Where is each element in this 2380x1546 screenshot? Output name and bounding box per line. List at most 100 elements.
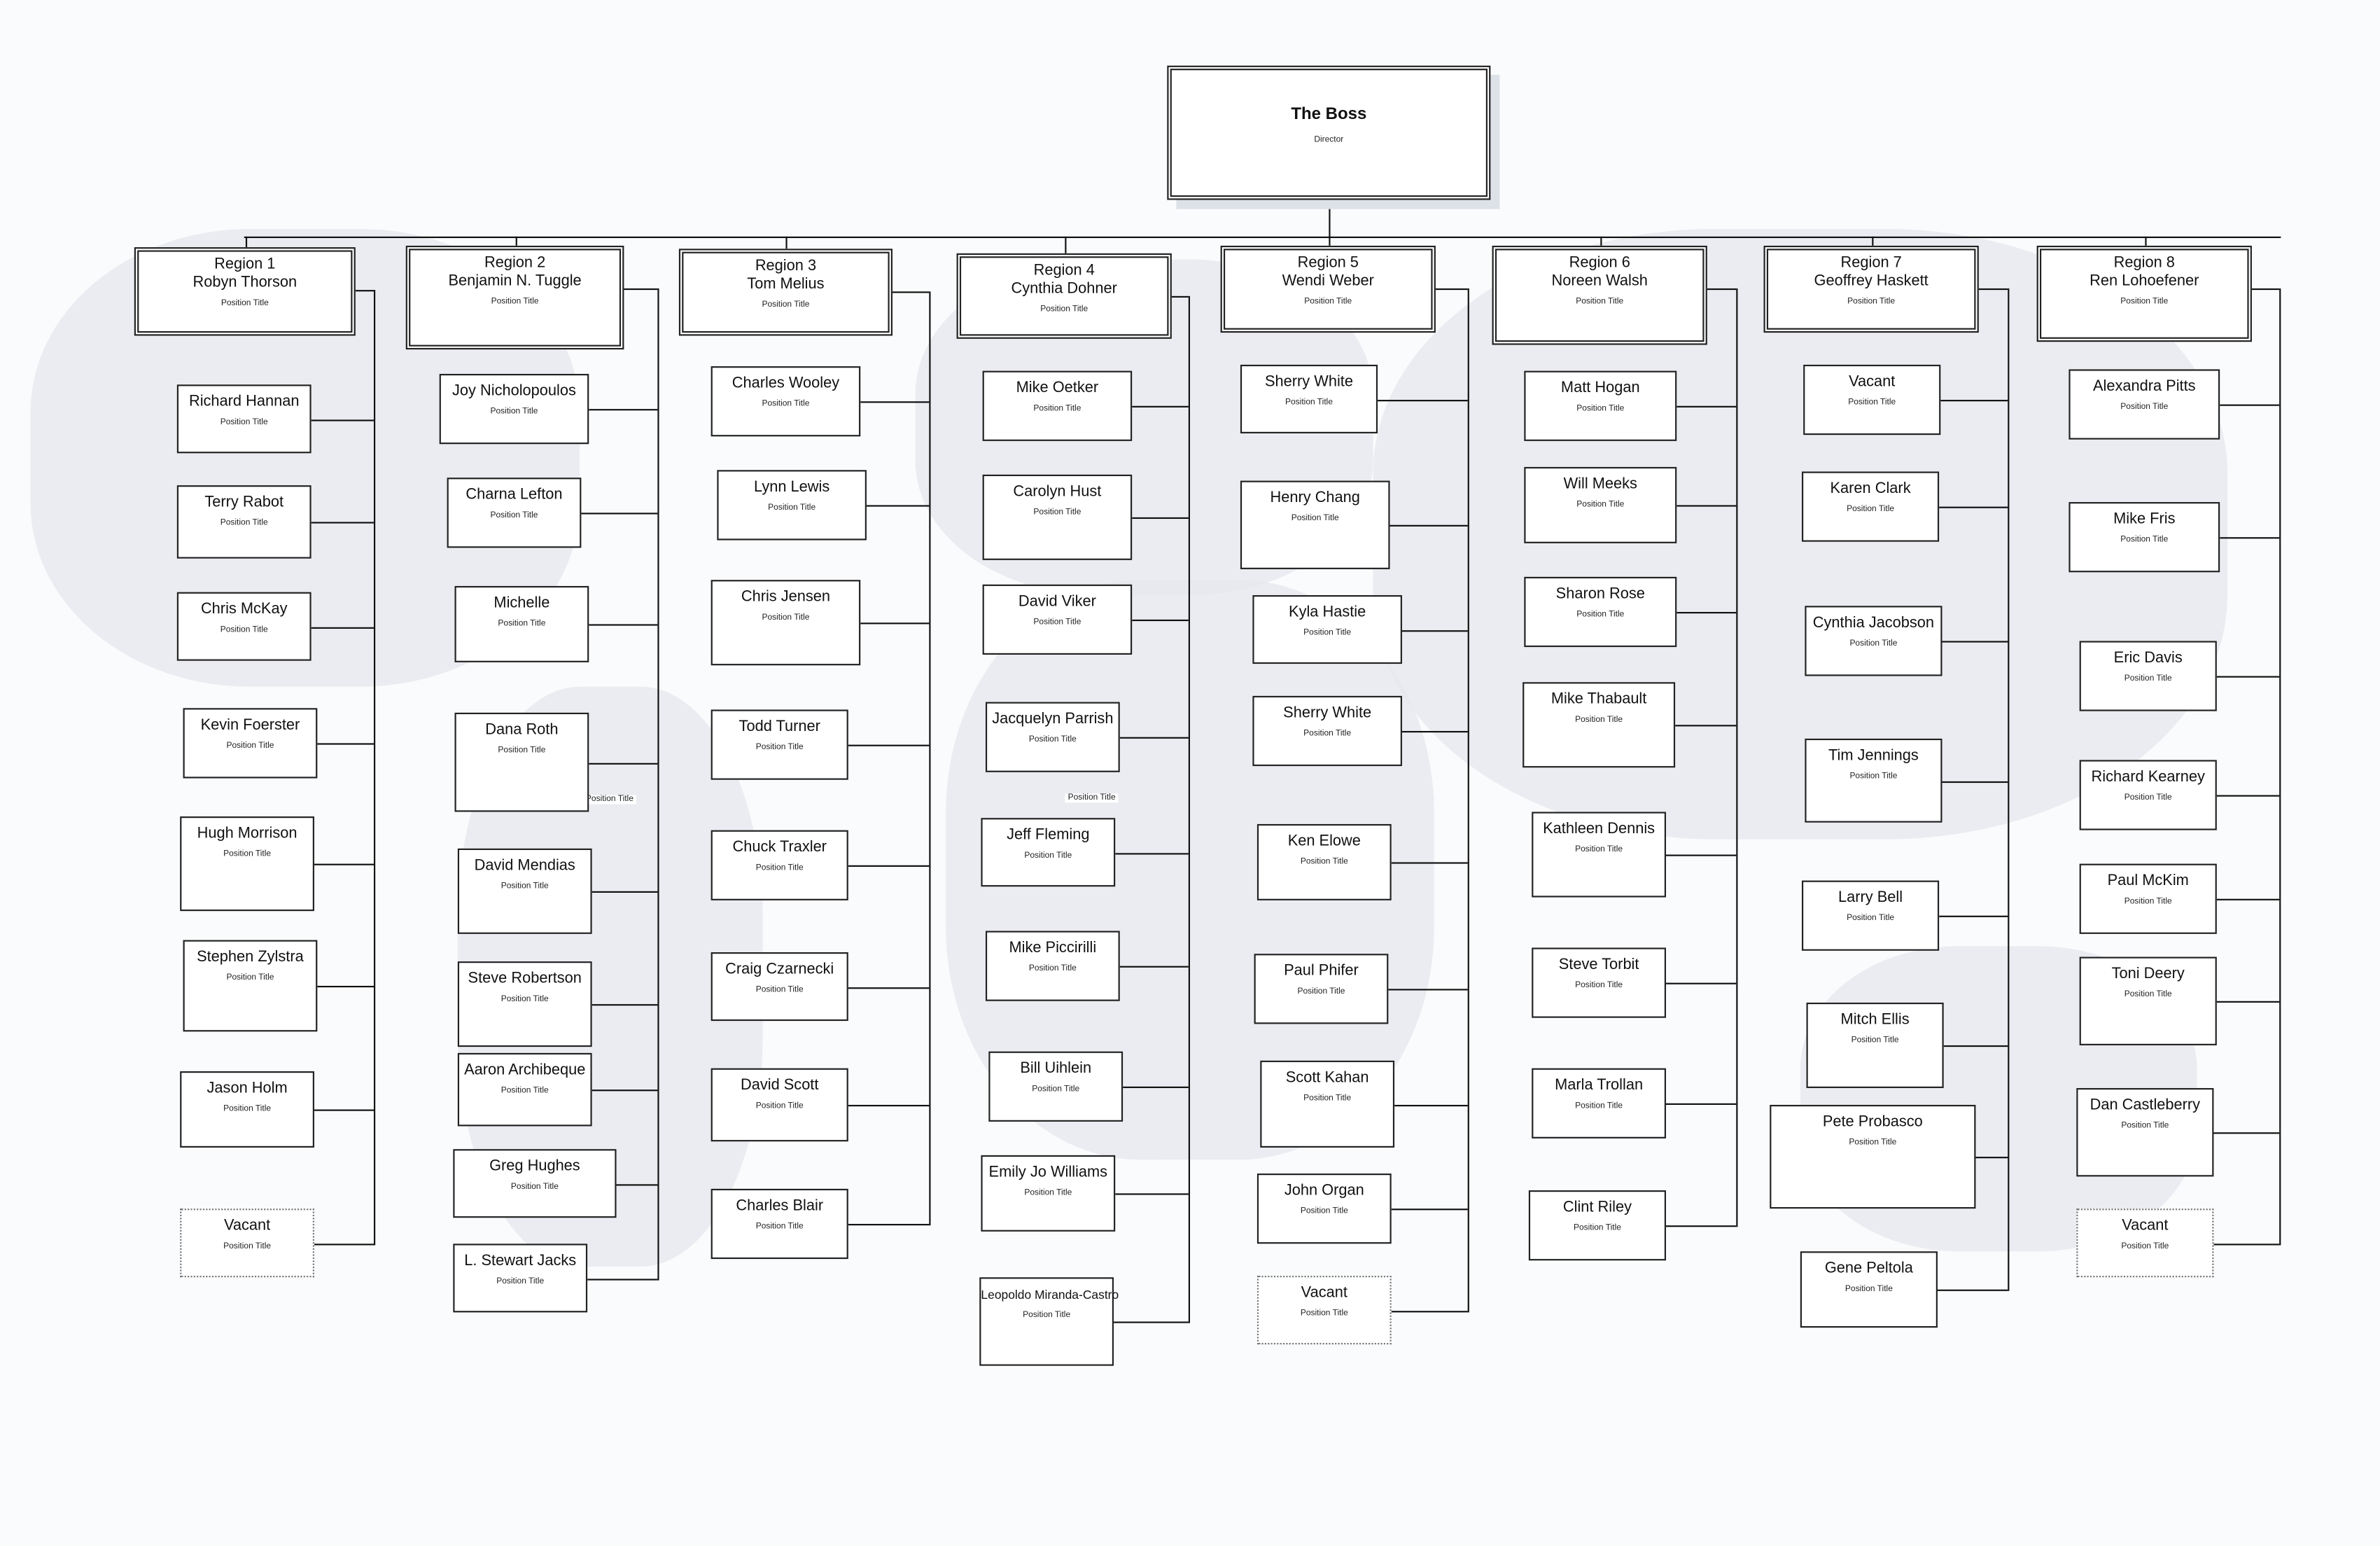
staff-title: Position Title <box>768 503 816 513</box>
staff-title: Position Title <box>1575 981 1623 991</box>
region-label: Region 8 <box>2113 254 2175 272</box>
staff-name: Karen Clark <box>1830 480 1911 498</box>
region-head-name: Geoffrey Haskett <box>1814 273 1928 291</box>
staff-title: Position Title <box>1576 404 1625 414</box>
region-label: Region 3 <box>755 258 817 275</box>
staff-title: Position Title <box>1851 1036 1899 1045</box>
staff-name: Kathleen Dennis <box>1543 821 1656 838</box>
connector-line <box>1114 1321 1189 1323</box>
connector-line <box>314 863 374 865</box>
connector-line <box>317 743 374 745</box>
staff-name: Richard Hannan <box>188 394 300 411</box>
region-head-name: Tom Melius <box>747 276 825 293</box>
staff-name: Steve Robertson <box>468 970 582 988</box>
connector-line <box>589 624 658 626</box>
boss-box[interactable]: The Boss Director <box>1167 65 1491 200</box>
staff-title: Position Title <box>500 995 549 1005</box>
staff-title: Position Title <box>1300 857 1348 867</box>
staff-name: Terry Rabot <box>204 494 284 512</box>
staff-name: David Viker <box>1018 593 1096 611</box>
staff-title: Position Title <box>1847 505 1895 515</box>
staff-title: Position Title <box>220 519 268 529</box>
staff-title: Position Title <box>1849 639 1898 649</box>
connector-line <box>848 1223 930 1226</box>
